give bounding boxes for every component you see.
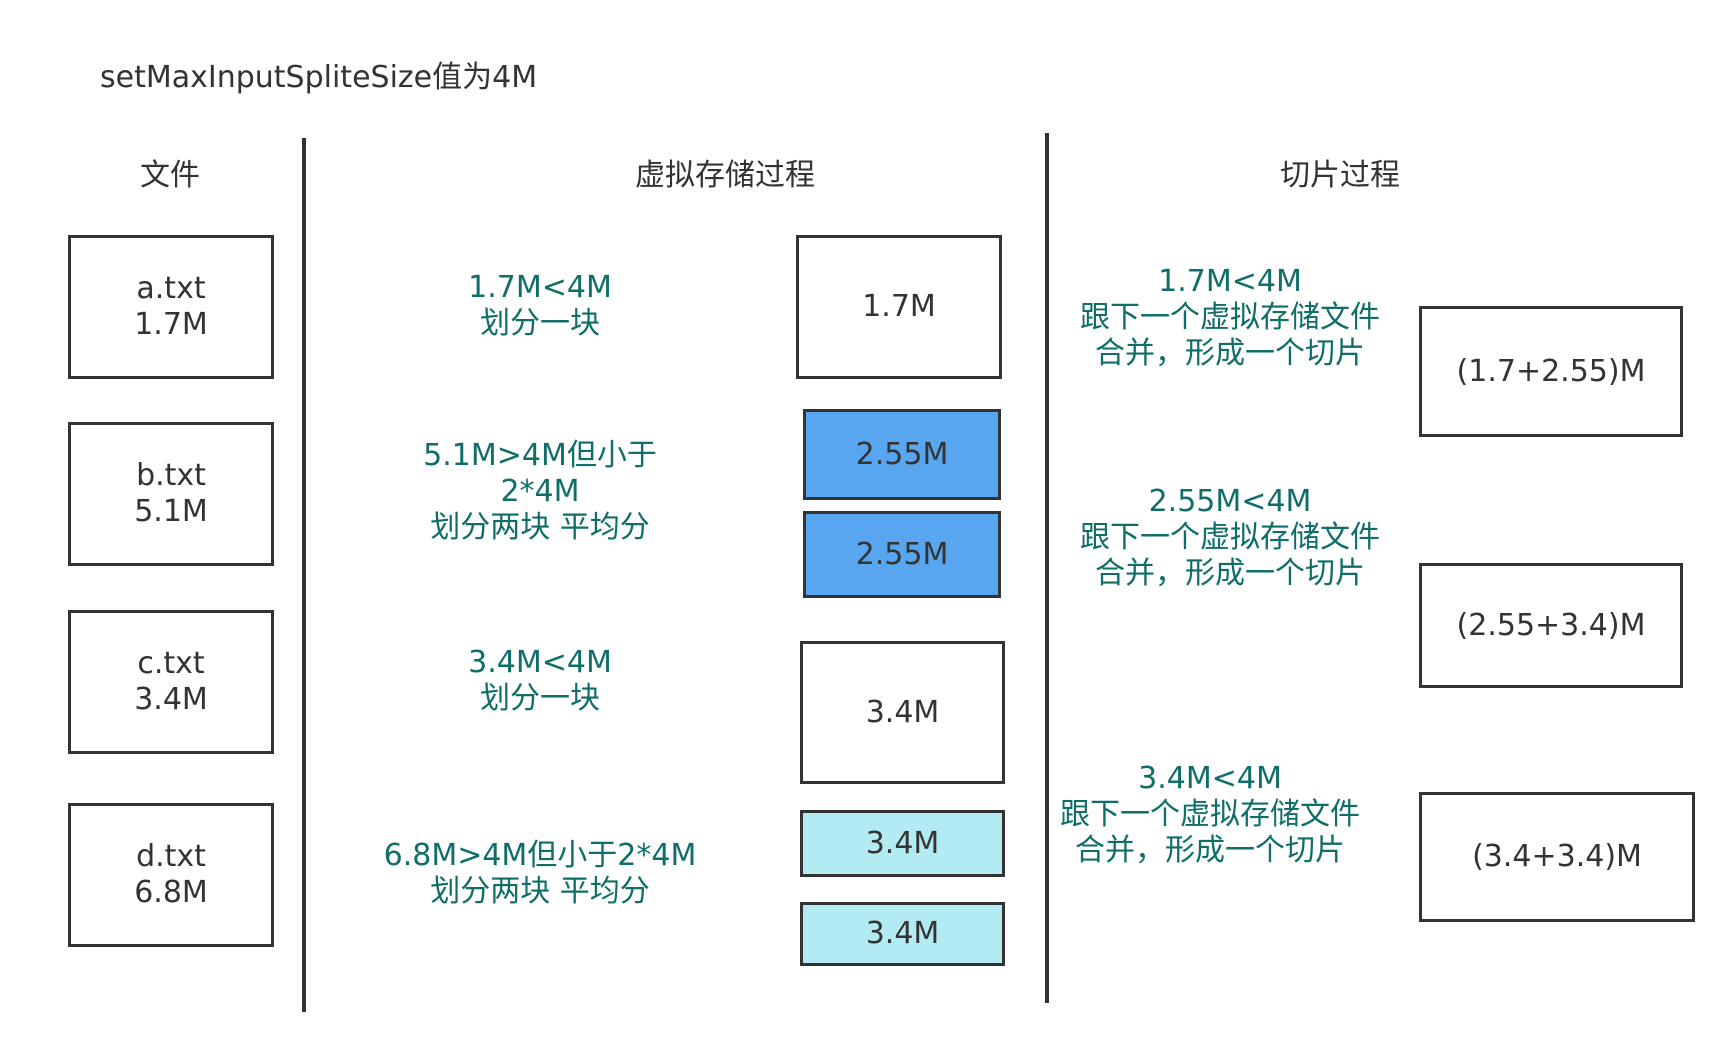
note-line: 1.7M<4M — [1158, 264, 1302, 299]
header-files: 文件 — [140, 158, 200, 193]
virtual-block-d1: 3.4M — [800, 810, 1005, 877]
block-size: 3.4M — [865, 825, 940, 861]
file-box-d: d.txt 6.8M — [68, 803, 274, 947]
file-size: 1.7M — [134, 307, 208, 342]
virtual-block-c: 3.4M — [800, 641, 1005, 784]
note-line: 1.7M<4M — [468, 270, 612, 305]
virtual-note-a: 1.7M<4M 划分一块 — [340, 270, 740, 342]
diagram-title: setMaxInputSpliteSize值为4M — [100, 60, 538, 95]
file-name: c.txt — [137, 646, 205, 681]
note-line: 跟下一个虚拟存储文件 — [1080, 300, 1380, 335]
split-box-1: (1.7+2.55)M — [1419, 306, 1683, 437]
block-size: 2.55M — [855, 436, 949, 472]
virtual-note-d: 6.8M>4M但小于2*4M 划分两块 平均分 — [340, 838, 740, 910]
note-line: 5.1M>4M但小于 — [423, 438, 657, 473]
block-size: 1.7M — [862, 289, 936, 324]
block-size: 3.4M — [865, 694, 940, 730]
split-note-2: 2.55M<4M 跟下一个虚拟存储文件 合并，形成一个切片 — [1060, 484, 1400, 592]
file-name: a.txt — [136, 271, 206, 306]
virtual-block-b2: 2.55M — [803, 511, 1001, 598]
split-box-2: (2.55+3.4)M — [1419, 563, 1683, 688]
divider-left — [302, 138, 306, 1012]
virtual-note-b: 5.1M>4M但小于 2*4M 划分两块 平均分 — [340, 438, 740, 546]
virtual-block-d2: 3.4M — [800, 902, 1005, 966]
note-line: 2*4M — [500, 474, 580, 509]
split-size: (3.4+3.4)M — [1472, 839, 1642, 874]
file-box-a: a.txt 1.7M — [68, 235, 274, 379]
file-box-c: c.txt 3.4M — [68, 610, 274, 754]
note-line: 划分两块 平均分 — [430, 874, 650, 909]
file-name: d.txt — [136, 839, 206, 874]
split-size: (1.7+2.55)M — [1456, 353, 1646, 389]
note-line: 合并，形成一个切片 — [1095, 556, 1365, 591]
split-note-1: 1.7M<4M 跟下一个虚拟存储文件 合并，形成一个切片 — [1060, 264, 1400, 372]
divider-right — [1045, 133, 1049, 1003]
note-line: 划分一块 — [480, 306, 600, 341]
virtual-note-c: 3.4M<4M 划分一块 — [340, 645, 740, 717]
note-line: 合并，形成一个切片 — [1095, 336, 1365, 371]
file-size: 3.4M — [134, 682, 208, 717]
header-virtual-storage: 虚拟存储过程 — [635, 158, 815, 193]
file-size: 5.1M — [134, 494, 208, 529]
note-line: 跟下一个虚拟存储文件 — [1080, 520, 1380, 555]
split-box-3: (3.4+3.4)M — [1419, 792, 1695, 922]
split-size: (2.55+3.4)M — [1456, 607, 1646, 643]
note-line: 3.4M<4M — [1138, 761, 1282, 796]
block-size: 2.55M — [855, 536, 949, 572]
block-size: 3.4M — [865, 916, 940, 951]
note-line: 划分一块 — [480, 681, 600, 716]
virtual-block-a: 1.7M — [796, 235, 1002, 379]
file-size: 6.8M — [134, 875, 208, 910]
file-box-b: b.txt 5.1M — [68, 422, 274, 566]
virtual-block-b1: 2.55M — [803, 409, 1001, 500]
header-split-process: 切片过程 — [1280, 158, 1400, 193]
note-line: 划分两块 平均分 — [430, 510, 650, 545]
note-line: 跟下一个虚拟存储文件 — [1060, 797, 1360, 832]
file-name: b.txt — [136, 458, 206, 493]
split-note-3: 3.4M<4M 跟下一个虚拟存储文件 合并，形成一个切片 — [1040, 761, 1380, 869]
note-line: 3.4M<4M — [468, 645, 612, 680]
note-line: 合并，形成一个切片 — [1075, 833, 1345, 868]
note-line: 6.8M>4M但小于2*4M — [383, 838, 697, 873]
note-line: 2.55M<4M — [1148, 484, 1312, 519]
